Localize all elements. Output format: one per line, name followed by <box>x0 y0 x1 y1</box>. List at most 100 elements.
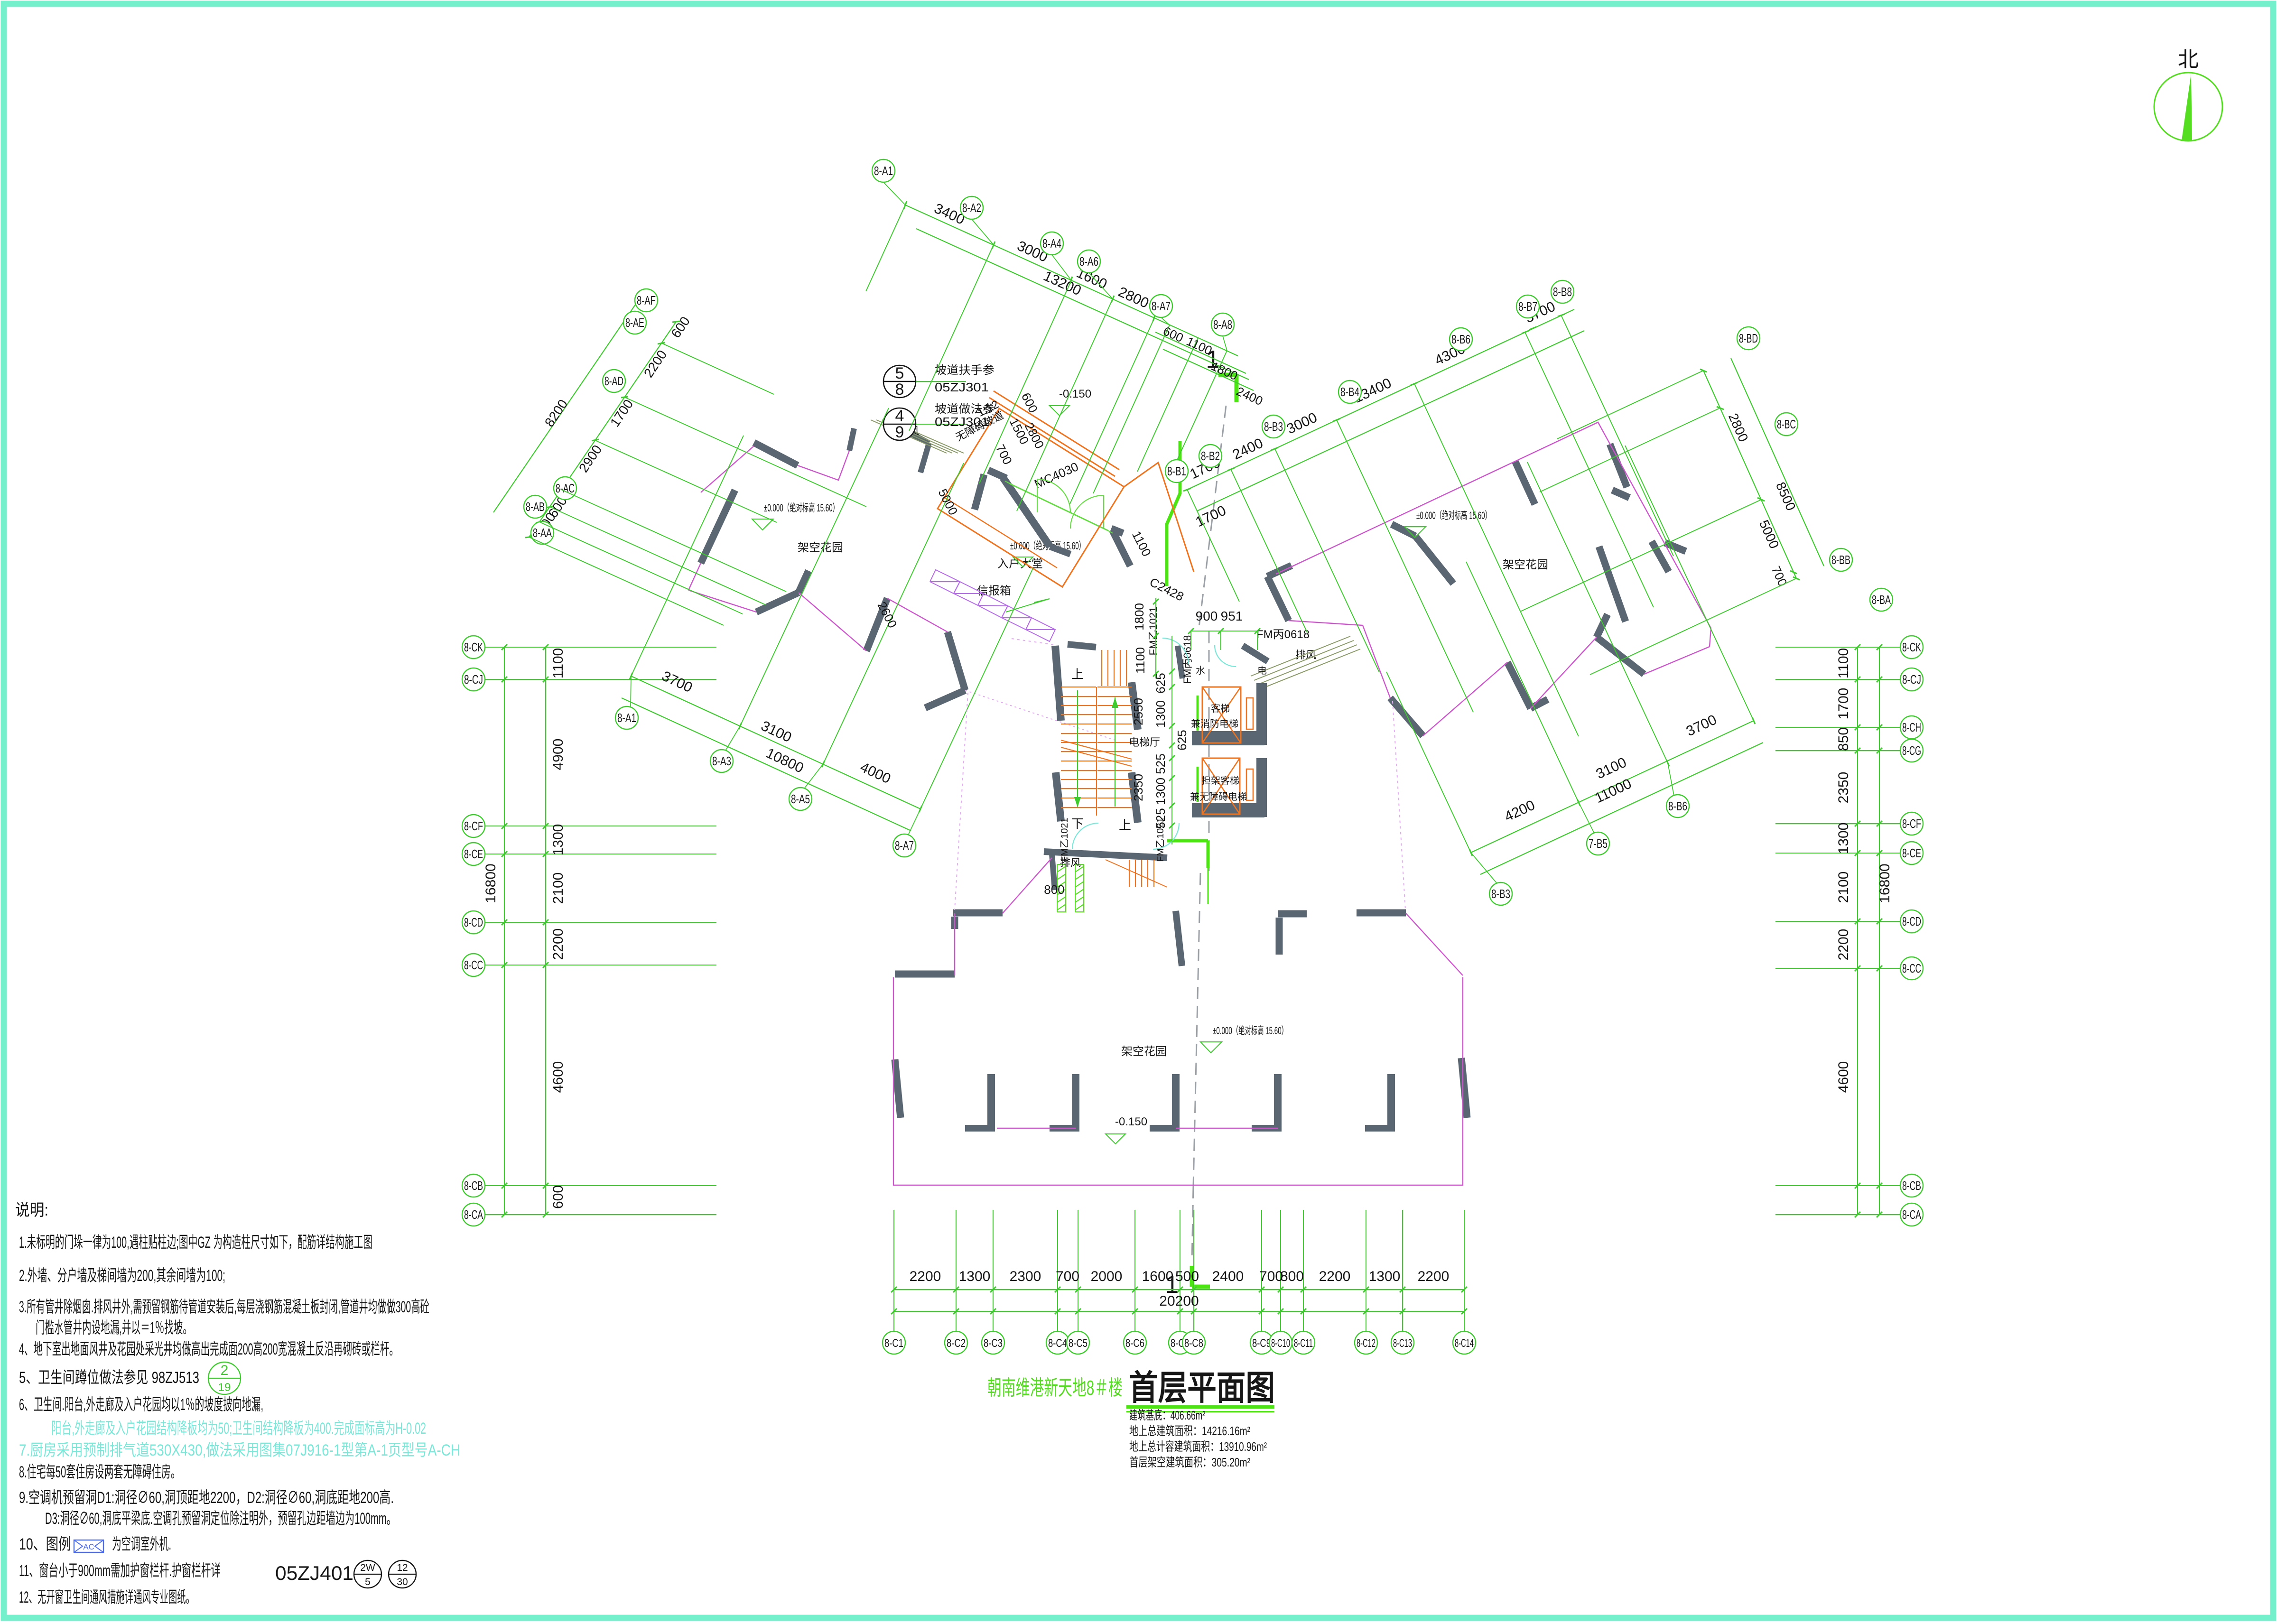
svg-text:8: 8 <box>895 380 904 399</box>
svg-text:625: 625 <box>1175 730 1189 750</box>
svg-text:信报箱: 信报箱 <box>977 585 1011 597</box>
svg-text:8-BB: 8-BB <box>1831 553 1850 567</box>
svg-text:架空花园: 架空花园 <box>1121 1045 1167 1058</box>
svg-text:8-CF: 8-CF <box>464 819 483 833</box>
svg-text:4600: 4600 <box>550 1061 566 1093</box>
svg-text:8-CA: 8-CA <box>464 1207 483 1222</box>
svg-text:8.住宅每50套住房设两套无障碍住房。: 8.住宅每50套住房设两套无障碍住房。 <box>19 1463 180 1481</box>
svg-text:8-C3: 8-C3 <box>984 1337 1003 1350</box>
svg-text:8-B6: 8-B6 <box>1451 332 1470 346</box>
svg-text:8-A6: 8-A6 <box>1079 254 1098 269</box>
svg-text:水: 水 <box>1196 665 1205 676</box>
svg-text:8-B2: 8-B2 <box>1201 449 1220 463</box>
svg-text:5: 5 <box>895 364 904 382</box>
svg-text:8-CE: 8-CE <box>1902 846 1921 860</box>
svg-text:8-C5: 8-C5 <box>1069 1337 1087 1350</box>
svg-text:800: 800 <box>1280 1269 1304 1284</box>
svg-text:阳台,外走廊及入户花园结构降板均为50;卫生间结构降板为40: 阳台,外走廊及入户花园结构降板均为50;卫生间结构降板为400.完成面标高为H-… <box>51 1420 426 1438</box>
svg-text:19: 19 <box>218 1381 231 1394</box>
svg-text:8-CK: 8-CK <box>464 640 483 654</box>
svg-text:8-C6: 8-C6 <box>1125 1337 1144 1350</box>
svg-text:首层平面图: 首层平面图 <box>1129 1369 1275 1407</box>
svg-text:FM乙1021: FM乙1021 <box>1147 607 1159 656</box>
svg-text:10、图例: 10、图例 <box>19 1535 71 1553</box>
svg-text:±0.000（绝对标高 15.60）: ±0.000（绝对标高 15.60） <box>1213 1025 1288 1037</box>
svg-text:2200: 2200 <box>910 1269 941 1284</box>
svg-text:FM丙0618: FM丙0618 <box>1256 628 1310 641</box>
svg-text:FM丙0618: FM丙0618 <box>1181 635 1193 684</box>
svg-text:8-C2: 8-C2 <box>947 1337 966 1350</box>
svg-text:1700: 1700 <box>1836 688 1851 720</box>
svg-text:500: 500 <box>1175 1269 1199 1284</box>
svg-text:电梯厅: 电梯厅 <box>1129 736 1160 748</box>
svg-text:FM乙1021: FM乙1021 <box>1060 817 1070 862</box>
svg-text:8-C1: 8-C1 <box>884 1337 903 1350</box>
svg-text:7-B5: 7-B5 <box>1589 836 1608 851</box>
svg-text:FM乙1021: FM乙1021 <box>1155 817 1166 862</box>
svg-text:8-AD: 8-AD <box>604 374 623 388</box>
svg-text:800: 800 <box>1044 882 1064 897</box>
svg-text:1100: 1100 <box>1836 648 1851 679</box>
svg-text:1100: 1100 <box>550 648 566 679</box>
svg-text:8-AE: 8-AE <box>625 316 644 330</box>
svg-text:2350: 2350 <box>1131 774 1145 801</box>
svg-text:8-CD: 8-CD <box>1902 914 1921 928</box>
svg-text:1100: 1100 <box>1133 647 1147 674</box>
svg-text:8-A7: 8-A7 <box>1152 299 1171 313</box>
svg-text:担架客梯: 担架客梯 <box>1201 775 1239 786</box>
svg-text:8-A1: 8-A1 <box>617 711 636 725</box>
svg-text:8-A4: 8-A4 <box>1042 236 1061 251</box>
svg-text:2200: 2200 <box>550 928 566 960</box>
svg-text:5、卫生间蹲位做法参见 98ZJ513: 5、卫生间蹲位做法参见 98ZJ513 <box>19 1369 199 1387</box>
svg-text:8-C13: 8-C13 <box>1393 1337 1412 1350</box>
svg-text:05ZJ401: 05ZJ401 <box>275 1562 353 1584</box>
svg-text:8-CB: 8-CB <box>464 1179 483 1193</box>
svg-text:8-CC: 8-CC <box>464 958 483 972</box>
svg-text:4、地下室出地面风井及花园处采光井均做高出完成面200高20: 4、地下室出地面风井及花园处采光井均做高出完成面200高200宽混凝土反沿再砌砖… <box>19 1340 399 1358</box>
svg-text:2000: 2000 <box>1091 1269 1123 1284</box>
svg-text:11、窗台小于900mm需加护窗栏杆.护窗栏杆详: 11、窗台小于900mm需加护窗栏杆.护窗栏杆详 <box>19 1562 221 1580</box>
svg-text:架空花园: 架空花园 <box>798 541 843 554</box>
svg-text:8-CJ: 8-CJ <box>1902 672 1921 687</box>
svg-text:地上总计容建筑面积：13910.96m²: 地上总计容建筑面积：13910.96m² <box>1129 1439 1267 1454</box>
svg-text:9.空调机预留洞D1:洞径∅60,洞顶距地2200，D2:洞: 9.空调机预留洞D1:洞径∅60,洞顶距地2200，D2:洞径∅60,洞底距地2… <box>19 1489 394 1507</box>
svg-text:1300: 1300 <box>1153 700 1168 728</box>
svg-text:5: 5 <box>365 1577 371 1587</box>
svg-text:8-C14: 8-C14 <box>1455 1337 1474 1350</box>
svg-text:700: 700 <box>1259 1269 1283 1284</box>
svg-text:2400: 2400 <box>1212 1269 1244 1284</box>
svg-text:兼无障碍电梯: 兼无障碍电梯 <box>1190 791 1247 802</box>
svg-text:30: 30 <box>397 1577 408 1587</box>
svg-text:9: 9 <box>895 423 904 441</box>
svg-text:12: 12 <box>397 1562 408 1573</box>
svg-text:2200: 2200 <box>1418 1269 1450 1284</box>
svg-text:05ZJ301: 05ZJ301 <box>935 415 989 429</box>
svg-text:4: 4 <box>895 407 904 425</box>
svg-text:门槛水管井内设地漏,并以＝1％找坡。: 门槛水管井内设地漏,并以＝1％找坡。 <box>36 1319 192 1337</box>
svg-text:2350: 2350 <box>1836 772 1851 804</box>
svg-text:坡道做法参: 坡道做法参 <box>935 403 994 416</box>
svg-text:8-CH: 8-CH <box>1902 720 1921 734</box>
svg-text:8-CK: 8-CK <box>1902 640 1921 654</box>
svg-text:1800: 1800 <box>1132 603 1146 631</box>
svg-text:2W: 2W <box>360 1562 375 1573</box>
svg-text:2550: 2550 <box>1131 698 1145 725</box>
svg-text:8-AA: 8-AA <box>533 526 552 540</box>
svg-text:-0.150: -0.150 <box>1059 388 1091 400</box>
svg-text:D3:洞径∅60,洞底平梁底.空调孔预留洞定位除注明外，预留: D3:洞径∅60,洞底平梁底.空调孔预留洞定位除注明外，预留孔边距墙边为100m… <box>45 1510 396 1528</box>
svg-text:8-B6: 8-B6 <box>1668 799 1687 813</box>
svg-text:8-CE: 8-CE <box>464 847 483 861</box>
svg-text:05ZJ301: 05ZJ301 <box>935 380 989 394</box>
svg-text:2200: 2200 <box>1836 929 1851 961</box>
svg-text:朝南维港新天地8＃楼: 朝南维港新天地8＃楼 <box>987 1376 1123 1400</box>
svg-text:8-BA: 8-BA <box>1872 593 1891 607</box>
svg-text:2200: 2200 <box>1319 1269 1351 1284</box>
svg-text:1600: 1600 <box>1142 1269 1174 1284</box>
svg-text:2.外墙、分户墙及梯间墙为200,其余间墙为100;: 2.外墙、分户墙及梯间墙为200,其余间墙为100; <box>19 1267 225 1285</box>
svg-text:600: 600 <box>550 1185 566 1209</box>
svg-text:850: 850 <box>1836 727 1851 751</box>
svg-text:8-C8: 8-C8 <box>1184 1337 1203 1350</box>
svg-text:525: 525 <box>1153 808 1168 828</box>
svg-text:首层架空建筑面积：305.20m²: 首层架空建筑面积：305.20m² <box>1129 1455 1250 1469</box>
svg-text:-0.150: -0.150 <box>1115 1115 1147 1128</box>
